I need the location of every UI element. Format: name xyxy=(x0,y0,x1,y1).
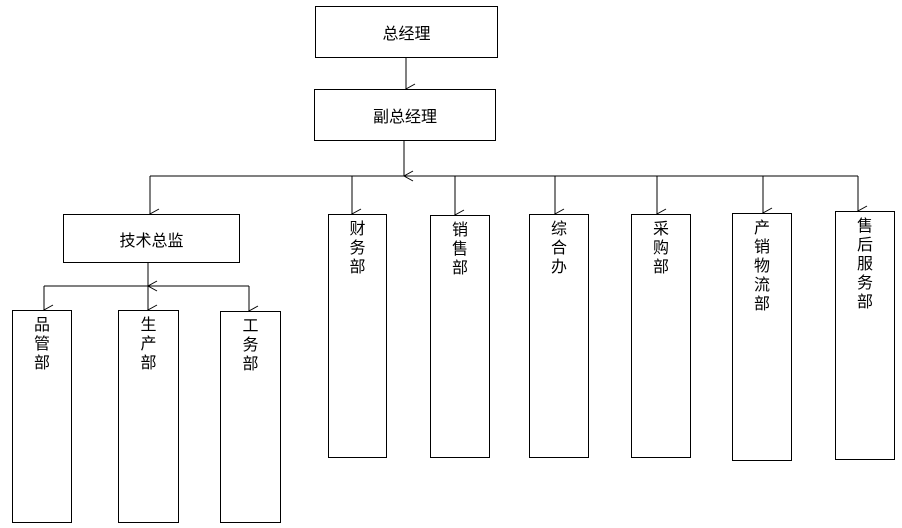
node-general-office: 综合办 xyxy=(529,214,589,458)
node-after-sales-dept: 售后服务部 xyxy=(835,211,895,460)
node-label: 技术总监 xyxy=(119,230,184,250)
node-label: 产销物流部 xyxy=(753,218,770,313)
node-label: 生产部 xyxy=(140,315,157,372)
node-label: 财务部 xyxy=(349,219,366,276)
node-purchasing-dept: 采购部 xyxy=(631,214,691,458)
node-logistics-dept: 产销物流部 xyxy=(732,213,792,461)
node-label: 副总经理 xyxy=(372,107,437,126)
node-label: 售后服务部 xyxy=(856,216,873,311)
node-label: 采购部 xyxy=(652,219,669,276)
node-production-dept: 生产部 xyxy=(118,310,179,523)
node-label: 总经理 xyxy=(382,24,431,43)
node-engineering-dept: 工务部 xyxy=(220,311,281,523)
node-label: 销售部 xyxy=(451,220,468,277)
node-quality-dept: 品管部 xyxy=(12,310,72,523)
node-label: 品管部 xyxy=(33,315,50,372)
node-general-manager: 总经理 xyxy=(315,6,498,58)
node-label: 工务部 xyxy=(242,316,259,373)
node-technical-director: 技术总监 xyxy=(63,214,240,263)
node-deputy-general-manager: 副总经理 xyxy=(314,89,496,141)
node-finance-dept: 财务部 xyxy=(328,214,387,458)
node-sales-dept: 销售部 xyxy=(430,215,490,458)
node-label: 综合办 xyxy=(550,219,567,276)
